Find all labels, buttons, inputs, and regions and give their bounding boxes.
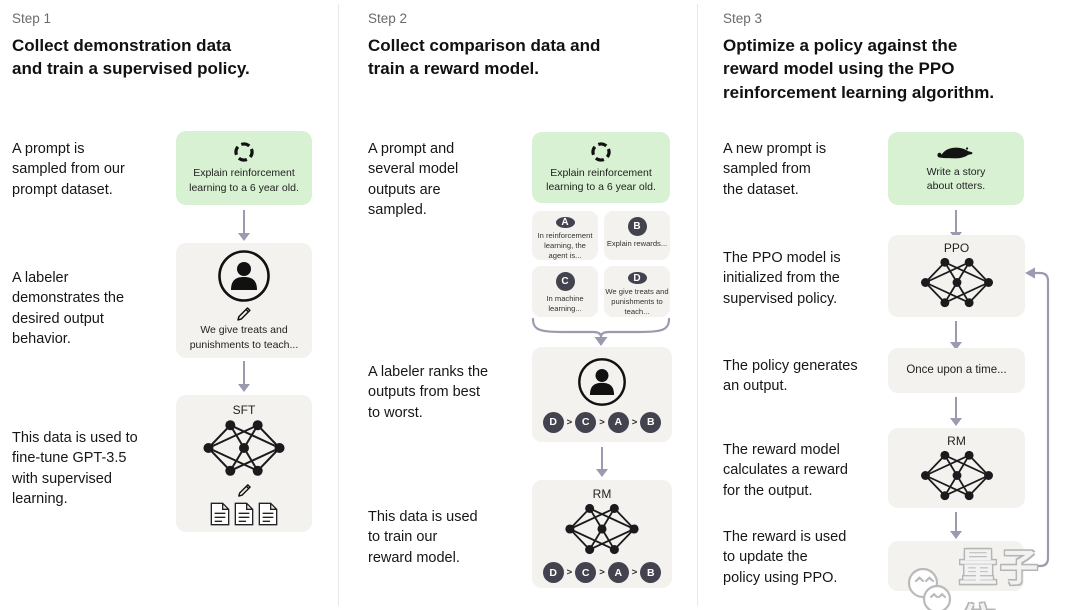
ppo-label: PPO: [943, 241, 970, 255]
rank-separator: >: [566, 416, 573, 428]
step2-prompt-text: Explain reinforcement learning to a 6 ye…: [546, 166, 656, 193]
output-card-d: D We give treats and punishments to teac…: [604, 266, 670, 317]
rank-separator: >: [599, 416, 605, 428]
network-icon: [918, 448, 996, 503]
rank-chip: C: [575, 562, 597, 583]
column-divider-1: [338, 4, 339, 606]
brace-arrow: [531, 318, 671, 347]
step3-prompt-text: Write a story about otters.: [926, 165, 986, 192]
step2-caption-2: A labeler ranks the outputs from best to…: [368, 364, 489, 421]
rank-separator: >: [566, 567, 573, 578]
ranking-chips: D > C > A > B: [542, 562, 662, 583]
output-card-b: B Explain rewards...: [604, 211, 670, 260]
ranking-chips: D > C > A > B: [542, 411, 662, 433]
step3-label: Step 3: [723, 11, 763, 26]
rank-separator: >: [599, 567, 605, 578]
step1-label: Step 1: [12, 11, 52, 26]
step3-caption-1: A new prompt is sampled from the dataset…: [723, 141, 827, 198]
cycle-icon: [233, 141, 255, 163]
step2-labeler-box: D > C > A > B: [532, 347, 672, 442]
step3-output-box: Once upon a time...: [888, 348, 1025, 393]
network-icon: [200, 417, 288, 479]
step3-caption-4: The reward model calculates a reward for…: [723, 442, 848, 499]
step1-title: Collect demonstration data and train a s…: [12, 36, 250, 79]
arrow-down: [950, 321, 962, 350]
feedback-loop-arrow: [1018, 262, 1054, 574]
sft-label: SFT: [232, 403, 256, 417]
step1-sft-box: SFT: [176, 395, 312, 532]
output-text-c: In machine learning...: [546, 294, 584, 313]
step1-caption-1: A prompt is sampled from our prompt data…: [12, 141, 125, 198]
network-icon: [918, 255, 996, 310]
arrow-down: [238, 210, 250, 241]
rank-chip: D: [542, 411, 564, 433]
documents-icon: [210, 502, 278, 526]
rank-chip: C: [575, 411, 597, 433]
arrow-down: [238, 361, 250, 392]
rank-separator: >: [631, 416, 638, 428]
network-icon: [562, 501, 642, 557]
rank-chip: D: [542, 562, 564, 583]
output-badge-b: B: [627, 217, 647, 236]
rank-chip: B: [640, 411, 662, 433]
step2-caption-3: This data is used to train our reward mo…: [368, 509, 478, 566]
step1-caption-2: A labeler demonstrates the desired outpu…: [12, 270, 125, 347]
otter-icon: [936, 144, 976, 162]
step2-rm-box: RM D > C > A >: [532, 480, 672, 588]
rank-chip: A: [607, 411, 629, 433]
rm-label: RM: [592, 487, 612, 501]
step3-caption-2: The PPO model is initialized from the su…: [723, 250, 841, 307]
output-card-c: C In machine learning...: [532, 266, 598, 317]
step3-caption-3: The policy generates an output.: [723, 358, 858, 395]
step3-prompt-box: Write a story about otters.: [888, 132, 1024, 205]
arrow-down: [596, 447, 608, 477]
rank-separator: >: [631, 567, 638, 578]
output-badge-a: A: [555, 217, 575, 228]
step2-caption-1: A prompt and several model outputs are s…: [368, 141, 459, 218]
step2-prompt-box: Explain reinforcement learning to a 6 ye…: [532, 132, 670, 203]
step1-prompt-box: Explain reinforcement learning to a 6 ye…: [176, 131, 312, 205]
cycle-icon: [590, 141, 612, 163]
person-icon: [577, 357, 627, 407]
step3-title: Optimize a policy against the reward mod…: [723, 36, 995, 102]
output-text-a: In reinforcement learning, the agent is.…: [537, 231, 593, 260]
output-badge-c: C: [555, 272, 575, 291]
step1-labeler-text: We give treats and punishments to teach.…: [189, 324, 299, 351]
rank-chip: A: [607, 562, 629, 583]
qbitai-logo-icon: [903, 565, 959, 610]
step3-caption-5: The reward is used to update the policy …: [723, 529, 847, 586]
step1-caption-3: This data is used to fine-tune GPT-3.5 w…: [12, 430, 138, 507]
pencil-icon: [235, 305, 253, 323]
pencil-icon: [236, 482, 253, 499]
arrow-down: [950, 512, 962, 539]
column-divider-2: [697, 4, 698, 606]
output-badge-d: D: [627, 272, 647, 285]
rank-chip: B: [640, 562, 662, 583]
rm-label: RM: [947, 434, 966, 448]
arrow-down: [950, 397, 962, 426]
watermark: 量子位: [903, 537, 1080, 610]
step3-ppo-box: PPO: [888, 235, 1025, 317]
output-text-b: Explain rewards...: [606, 239, 668, 248]
person-icon: [217, 249, 271, 303]
output-card-a: A In reinforcement learning, the agent i…: [532, 211, 598, 260]
step1-prompt-text: Explain reinforcement learning to a 6 ye…: [189, 167, 299, 194]
step2-title: Collect comparison data and train a rewa…: [368, 36, 601, 79]
step1-labeler-box: We give treats and punishments to teach.…: [176, 243, 312, 358]
step3-output-text: Once upon a time...: [906, 363, 1007, 376]
output-text-d: We give treats and punishments to teach.…: [605, 287, 669, 317]
step3-rm-box: RM: [888, 428, 1025, 508]
watermark-text: 量子位: [959, 548, 1042, 610]
step2-label: Step 2: [368, 11, 408, 26]
